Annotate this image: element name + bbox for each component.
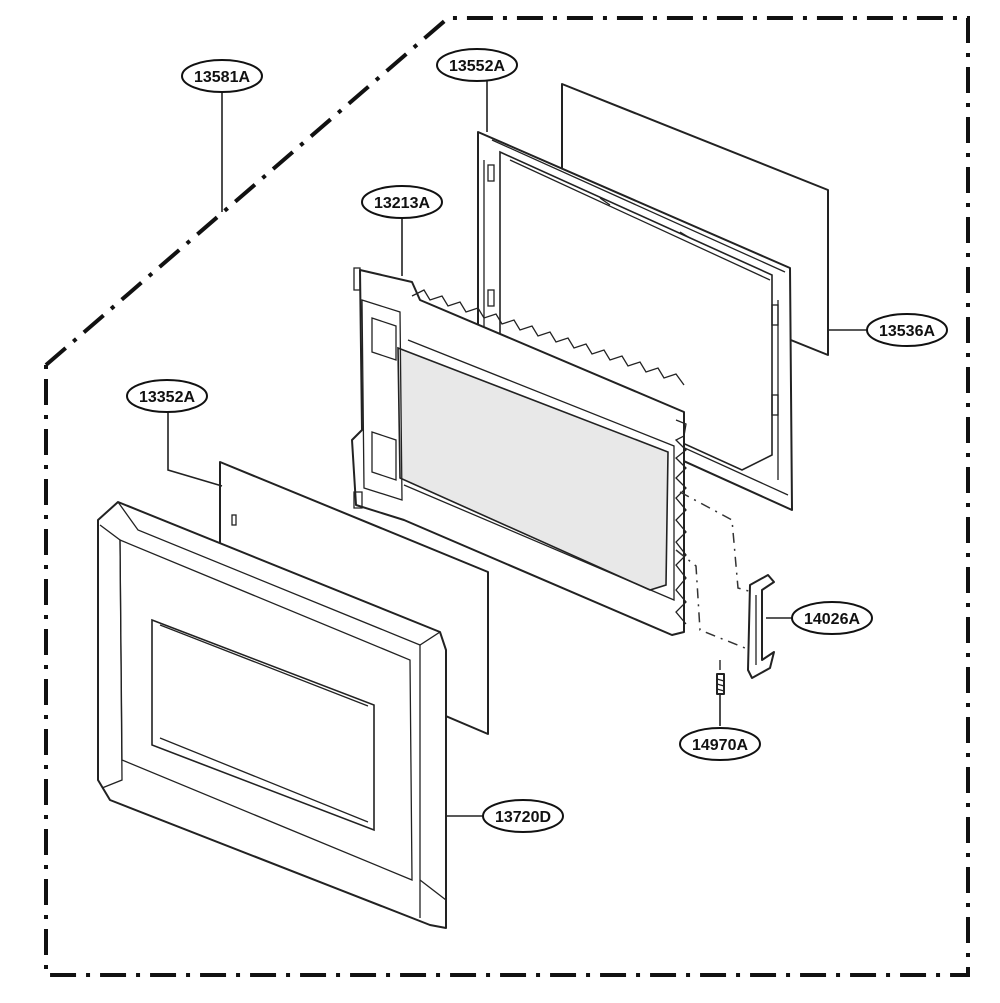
svg-text:13720D: 13720D xyxy=(495,809,551,826)
door-panel xyxy=(351,267,687,636)
label-13536a: 13536A xyxy=(866,313,948,347)
label-14970a: 14970A xyxy=(679,727,761,761)
guide-line-latch-lower xyxy=(675,549,751,651)
guide-line-latch-upper xyxy=(679,491,753,593)
spring xyxy=(716,673,725,695)
svg-text:13352A: 13352A xyxy=(139,389,195,406)
label-13213a: 13213A xyxy=(361,185,443,219)
label-13552a: 13552A xyxy=(436,48,518,82)
label-14026a: 14026A xyxy=(791,601,873,635)
svg-text:13536A: 13536A xyxy=(879,323,935,340)
svg-text:13552A: 13552A xyxy=(449,58,505,75)
svg-text:13213A: 13213A xyxy=(374,195,430,212)
door-cover xyxy=(97,501,447,929)
label-13581a: 13581A xyxy=(181,59,263,93)
latch-lever xyxy=(747,574,775,679)
svg-text:13581A: 13581A xyxy=(194,69,250,86)
leader-13352a xyxy=(167,412,223,487)
label-13352a: 13352A xyxy=(126,379,208,413)
svg-text:14026A: 14026A xyxy=(804,611,860,628)
svg-text:14970A: 14970A xyxy=(692,737,748,754)
label-13720d: 13720D xyxy=(482,799,564,833)
